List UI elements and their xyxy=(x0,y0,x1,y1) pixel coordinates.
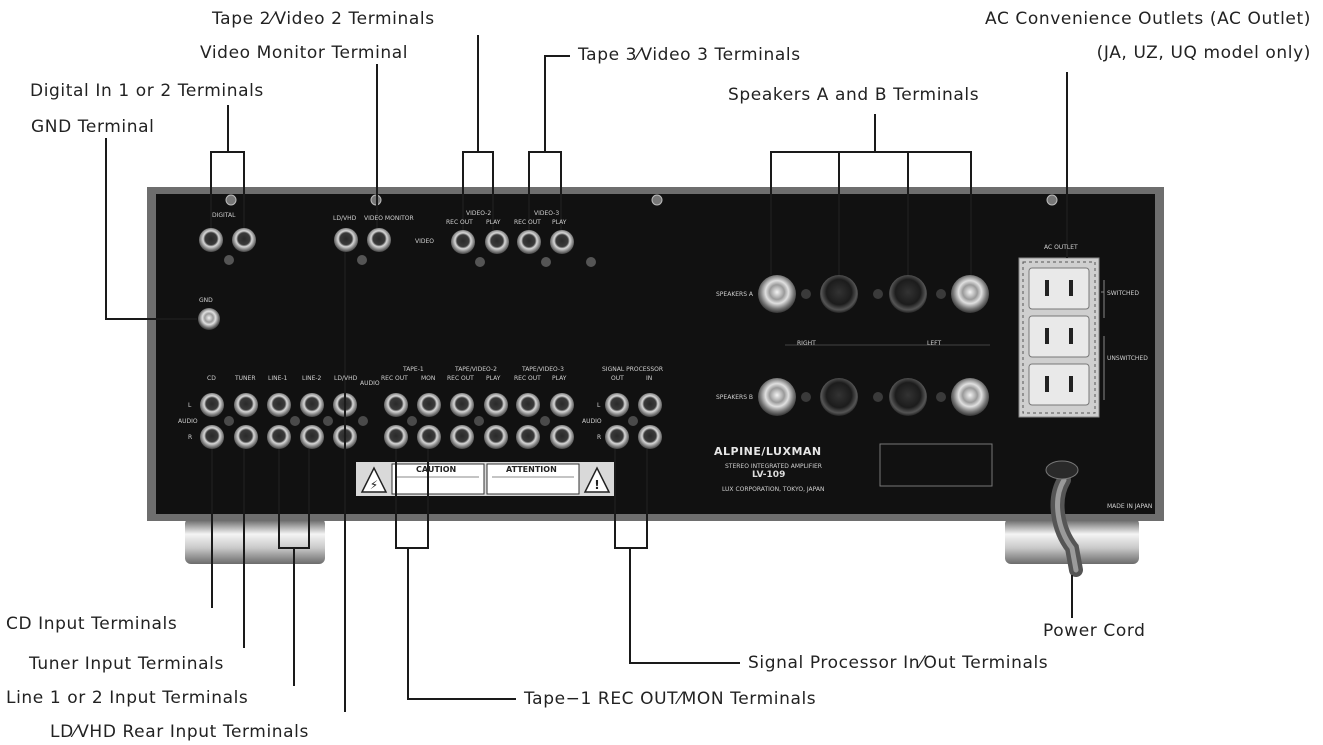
panel-tuner: TUNER xyxy=(235,375,256,382)
video3-rec-out-jack xyxy=(517,230,541,254)
panel-signal-processor: SIGNAL PROCESSOR xyxy=(602,366,664,373)
digital-in-1-jack xyxy=(199,228,223,252)
panel-ac-outlet: AC OUTLET xyxy=(1044,244,1078,251)
panel-brand: ALPINE/LUXMAN xyxy=(714,445,822,458)
leader-lines xyxy=(105,35,1073,712)
panel-model: LV-109 xyxy=(752,470,786,480)
rating-plate xyxy=(879,443,993,487)
panel-subtitle: STEREO INTEGRATED AMPLIFIER xyxy=(725,463,822,470)
panel-ld-vhd-audio: LD/VHD xyxy=(334,375,358,382)
panel-caution: CAUTION xyxy=(416,465,457,474)
svg-text:⚡: ⚡ xyxy=(370,478,378,492)
video-monitor-jack xyxy=(367,228,391,252)
speaker-terminals xyxy=(758,275,989,416)
panel-tv2-play: PLAY xyxy=(486,375,501,382)
gnd-terminal xyxy=(198,308,220,330)
panel-digital: DIGITAL xyxy=(212,212,236,219)
panel-audio-right: AUDIO xyxy=(582,418,602,425)
panel-video2-rec: REC OUT xyxy=(446,219,473,226)
label-line-input: Line 1 or 2 Input Terminals xyxy=(6,688,249,708)
panel-tape-video3: TAPE/VIDEO-3 xyxy=(522,366,564,373)
panel-right: RIGHT xyxy=(797,340,816,347)
panel-video: VIDEO xyxy=(415,238,435,245)
panel-video-monitor: VIDEO MONITOR xyxy=(364,215,414,222)
digital-in-2-jack xyxy=(232,228,256,252)
panel-tv2-rec: REC OUT xyxy=(447,375,474,382)
label-signal-processor: Signal Processor In⁄Out Terminals xyxy=(748,653,1049,673)
chassis-face xyxy=(156,194,1155,514)
panel-r-2: R xyxy=(597,434,602,441)
video2-rec-out-jack xyxy=(451,230,475,254)
label-power-cord: Power Cord xyxy=(1043,621,1146,641)
panel-switched: SWITCHED xyxy=(1107,290,1139,297)
panel-speakers-a: SPEAKERS A xyxy=(716,291,754,298)
left-foot xyxy=(185,518,325,564)
label-ld-vhd: LD⁄VHD Rear Input Terminals xyxy=(50,722,309,742)
panel-sp-in: IN xyxy=(646,375,653,382)
label-tape2-video2: Tape 2⁄Video 2 Terminals xyxy=(212,9,435,29)
panel-video2-play: PLAY xyxy=(486,219,501,226)
panel-r: R xyxy=(188,434,193,441)
label-tuner-input: Tuner Input Terminals xyxy=(29,654,224,674)
video2-play-jack xyxy=(485,230,509,254)
panel-video3-hdr: VIDEO-3 xyxy=(534,210,560,217)
panel-tape1-rec: REC OUT xyxy=(381,375,408,382)
svg-text:!: ! xyxy=(594,478,599,492)
panel-line1: LINE-1 xyxy=(268,375,288,382)
panel-line2: LINE-2 xyxy=(302,375,322,382)
label-gnd: GND Terminal xyxy=(31,117,155,137)
panel-tv3-rec: REC OUT xyxy=(514,375,541,382)
panel-l: L xyxy=(188,402,192,409)
panel-video3-play: PLAY xyxy=(552,219,567,226)
panel-l-2: L xyxy=(597,402,601,409)
label-tape1: Tape−1 REC OUT⁄MON Terminals xyxy=(524,689,817,709)
panel-maker: LUX CORPORATION, TOKYO, JAPAN xyxy=(722,486,825,493)
panel-gnd: GND xyxy=(199,297,213,304)
label-tape3-video3: Tape 3⁄Video 3 Terminals xyxy=(578,45,801,65)
panel-tape1: TAPE-1 xyxy=(403,366,424,373)
panel-ld-vhd: LD/VHD xyxy=(333,215,357,222)
audio-jacks xyxy=(200,393,662,449)
panel-unswitched: UNSWITCHED xyxy=(1107,355,1148,362)
label-speakers-ab: Speakers A and B Terminals xyxy=(728,85,980,105)
label-ac-outlets-2: (JA, UZ, UQ model only) xyxy=(1096,43,1311,63)
ac-outlets xyxy=(1028,267,1090,406)
panel-sp-out: OUT xyxy=(611,375,624,382)
panel-video2-hdr: VIDEO-2 xyxy=(466,210,492,217)
panel-attention: ATTENTION xyxy=(506,465,557,474)
panel-tv3-play: PLAY xyxy=(552,375,567,382)
panel-left: LEFT xyxy=(927,340,942,347)
panel-tape1-mon: MON xyxy=(421,375,436,382)
panel-tape-video2: TAPE/VIDEO-2 xyxy=(455,366,497,373)
label-digital-in: Digital In 1 or 2 Terminals xyxy=(30,81,264,101)
video3-play-jack xyxy=(550,230,574,254)
panel-audio-mid: AUDIO xyxy=(360,380,380,387)
panel-cd: CD xyxy=(207,375,216,382)
label-video-monitor: Video Monitor Terminal xyxy=(200,43,409,63)
panel-speakers-b: SPEAKERS B xyxy=(716,394,754,401)
label-cd-input: CD Input Terminals xyxy=(6,614,178,634)
ld-vhd-video-jack xyxy=(334,228,358,252)
panel-made-in: MADE IN JAPAN xyxy=(1107,503,1153,510)
panel-video3-rec: REC OUT xyxy=(514,219,541,226)
label-ac-outlets-1: AC Convenience Outlets (AC Outlet) xyxy=(985,9,1311,29)
panel-audio-left: AUDIO xyxy=(178,418,198,425)
